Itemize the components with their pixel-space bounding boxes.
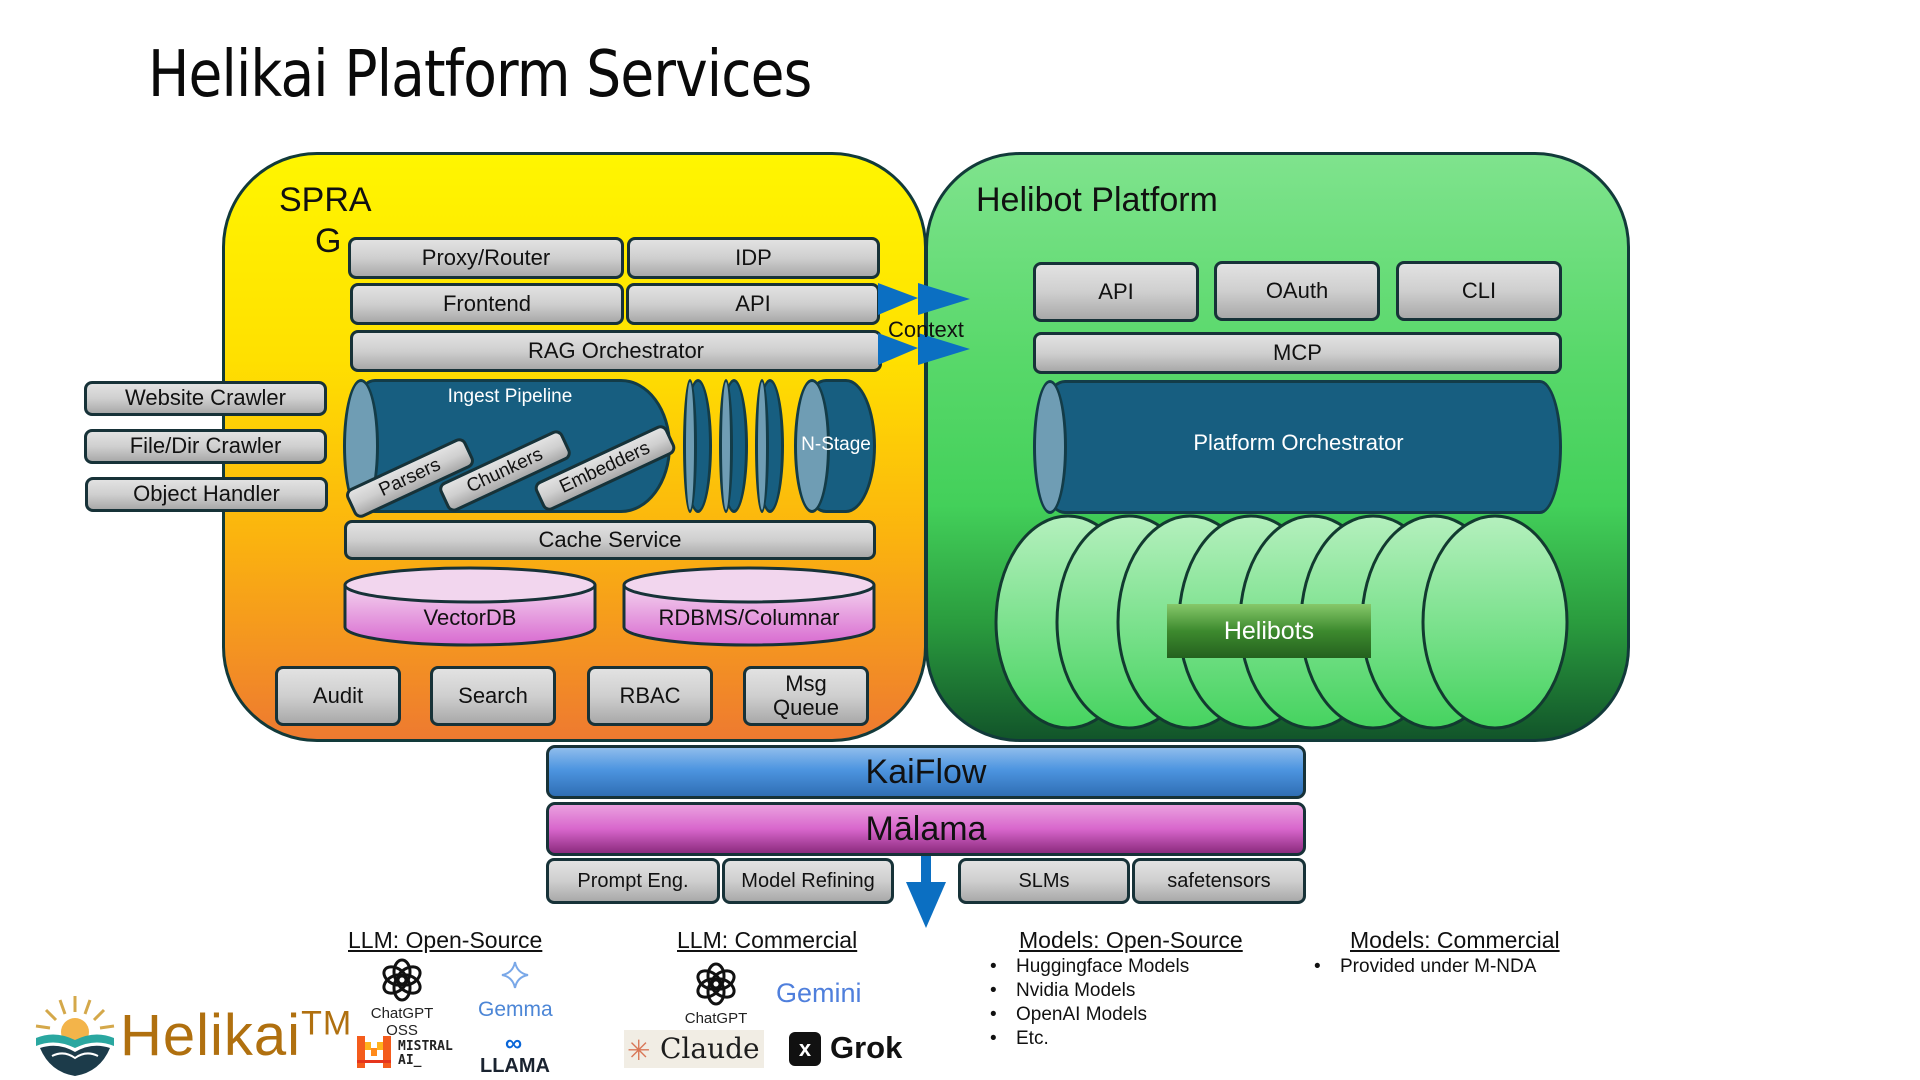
n-stage-cap [794,379,830,513]
vectordb-label: VectorDB [423,605,517,630]
context-arrow-icon [878,283,918,315]
slms-box: SLMs [958,858,1130,904]
website-crawler-box: Website Crawler [84,381,327,416]
models-commercial-heading: Models: Commercial [1350,927,1560,953]
stage-disk-cap [719,379,733,513]
msg-queue-box: Msg Queue [743,666,869,726]
context-arrow-icon [918,333,970,365]
gemma-logo-label: Gemma [478,998,553,1021]
list-item: Provided under M-NDA [1314,955,1536,979]
claude-asterisk-icon: ✳ [627,1035,651,1066]
sprag-label: SPRA G [279,180,372,262]
brand-trademark: TM [301,1004,353,1043]
stage-disk-cap [683,379,697,513]
helikai-logo-icon [35,996,115,1076]
file-dir-crawler-box: File/Dir Crawler [84,429,327,464]
audit-box: Audit [275,666,401,726]
idp-box: IDP [627,237,880,279]
context-arrow-icon [878,333,918,365]
chatgpt-oss-logo-label: ChatGPT OSS [370,1005,434,1039]
page-title: Helikai Platform Services [148,38,812,112]
platform-orchestrator-cap [1033,380,1067,514]
claude-logo-label: Claude [660,1032,760,1065]
openai-logo-icon [696,962,736,1006]
rdbms-label: RDBMS/Columnar [658,605,840,630]
llm-commercial-heading: LLM: Commercial [677,927,858,953]
oauth-box: OAuth [1214,261,1380,321]
list-item: Huggingface Models [990,955,1189,979]
list-item: Etc. [990,1027,1189,1051]
object-handler-box: Object Handler [85,477,328,512]
context-arrows [878,283,970,365]
meta-infinity-icon: ∞ [505,1030,523,1057]
n-stage-label: N-Stage [801,434,871,455]
down-arrow-icon [906,856,946,928]
ingest-pipeline-title: Ingest Pipeline [447,386,573,407]
helikai-brand: HelikaiTM [120,1002,352,1069]
helibot-label: Helibot Platform [976,181,1218,219]
list-item: Nvidia Models [990,979,1189,1003]
platform-orchestrator-label: Platform Orchestrator [1193,430,1404,455]
context-arrow-icon [918,283,970,315]
rag-orchestrator-box: RAG Orchestrator [350,330,882,372]
context-label: Context [888,317,964,342]
brand-name: Helikai [120,1003,302,1068]
frontend-box: Frontend [350,283,624,325]
gemma-star-icon [501,961,529,989]
safetensors-box: safetensors [1132,858,1306,904]
chatgpt-logo-label: ChatGPT [684,1010,748,1027]
models-open-heading: Models: Open-Source [1019,927,1243,953]
claude-logo-bg [624,1030,764,1068]
models-open-list: Huggingface Models Nvidia Models OpenAI … [990,955,1189,1051]
helibots-label: Helibots [1167,604,1371,658]
grok-logo-label: Grok [830,1030,903,1065]
search-box: Search [430,666,556,726]
rdbms-cylinder [622,566,876,647]
prompt-eng-box: Prompt Eng. [546,858,720,904]
helibot-instance [1421,514,1569,730]
vectordb-cylinder [343,566,597,647]
llm-open-heading: LLM: Open-Source [348,927,543,953]
kaiflow-bar: KaiFlow [546,745,1306,799]
cache-service-box: Cache Service [344,520,876,560]
openai-logo-icon [382,958,422,1002]
proxy-router-box: Proxy/Router [348,237,624,279]
list-item: OpenAI Models [990,1003,1189,1027]
sprag-label-line1: SPRA [279,181,372,219]
mcp-box: MCP [1033,332,1562,374]
platform-orchestrator [1035,380,1562,514]
xai-logo-icon: x [789,1032,821,1066]
malama-bar: Mālama [546,802,1306,856]
models-commercial-list: Provided under M-NDA [1314,955,1536,979]
sprag-label-line2: G [315,221,342,260]
llama-logo-label: LLAMA [480,1055,550,1077]
stage-disk-cap [755,379,769,513]
mistral-logo-icon [357,1036,391,1068]
rbac-box: RBAC [587,666,713,726]
cli-box: CLI [1396,261,1562,321]
mistral-logo-label: MISTRAL AI_ [398,1039,453,1068]
sprag-api-box: API [626,283,880,325]
gemini-logo-label: Gemini [776,978,862,1008]
model-refining-box: Model Refining [722,858,894,904]
helibot-api-box: API [1033,262,1199,322]
